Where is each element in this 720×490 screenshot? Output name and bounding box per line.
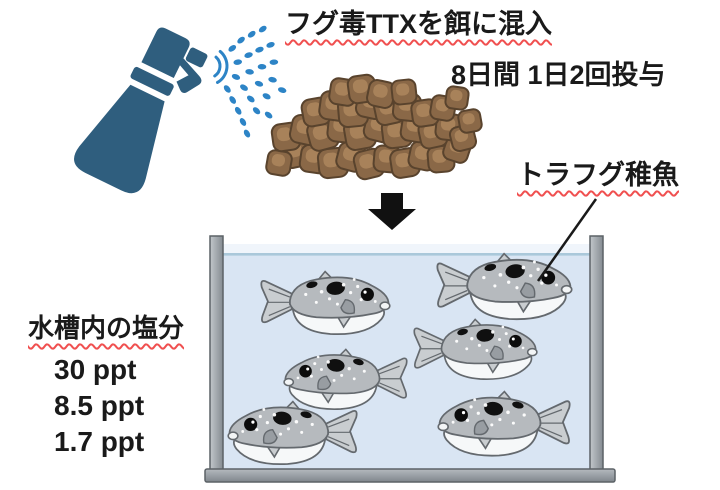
tank-left-post xyxy=(209,235,224,471)
tank-base xyxy=(204,468,616,483)
title-ttx-mixed-into-feed: フグ毒TTXを餌に混入 xyxy=(285,9,552,39)
down-arrow-icon xyxy=(368,193,416,230)
dosage-text: 8日間 1日2回投与 xyxy=(451,60,666,90)
label-leader-line xyxy=(536,198,598,282)
aquarium-tank xyxy=(204,235,616,483)
tank-right-post xyxy=(589,235,604,471)
salinity-value-1: 30 ppt xyxy=(54,353,137,385)
salinity-value-2: 8.5 ppt xyxy=(54,389,145,421)
feed-pellet-pile xyxy=(265,73,483,181)
salinity-title: 水槽内の塩分 xyxy=(28,313,185,343)
salinity-values: 30 ppt 8.5 ppt 1.7 ppt xyxy=(28,352,184,460)
salinity-value-3: 1.7 ppt xyxy=(54,425,145,457)
spray-bottle-icon xyxy=(74,27,208,194)
fish-species-label: トラフグ稚魚 xyxy=(517,160,679,190)
spray-droplets xyxy=(213,25,287,138)
salinity-block: 水槽内の塩分 30 ppt 8.5 ppt 1.7 ppt xyxy=(28,314,184,460)
